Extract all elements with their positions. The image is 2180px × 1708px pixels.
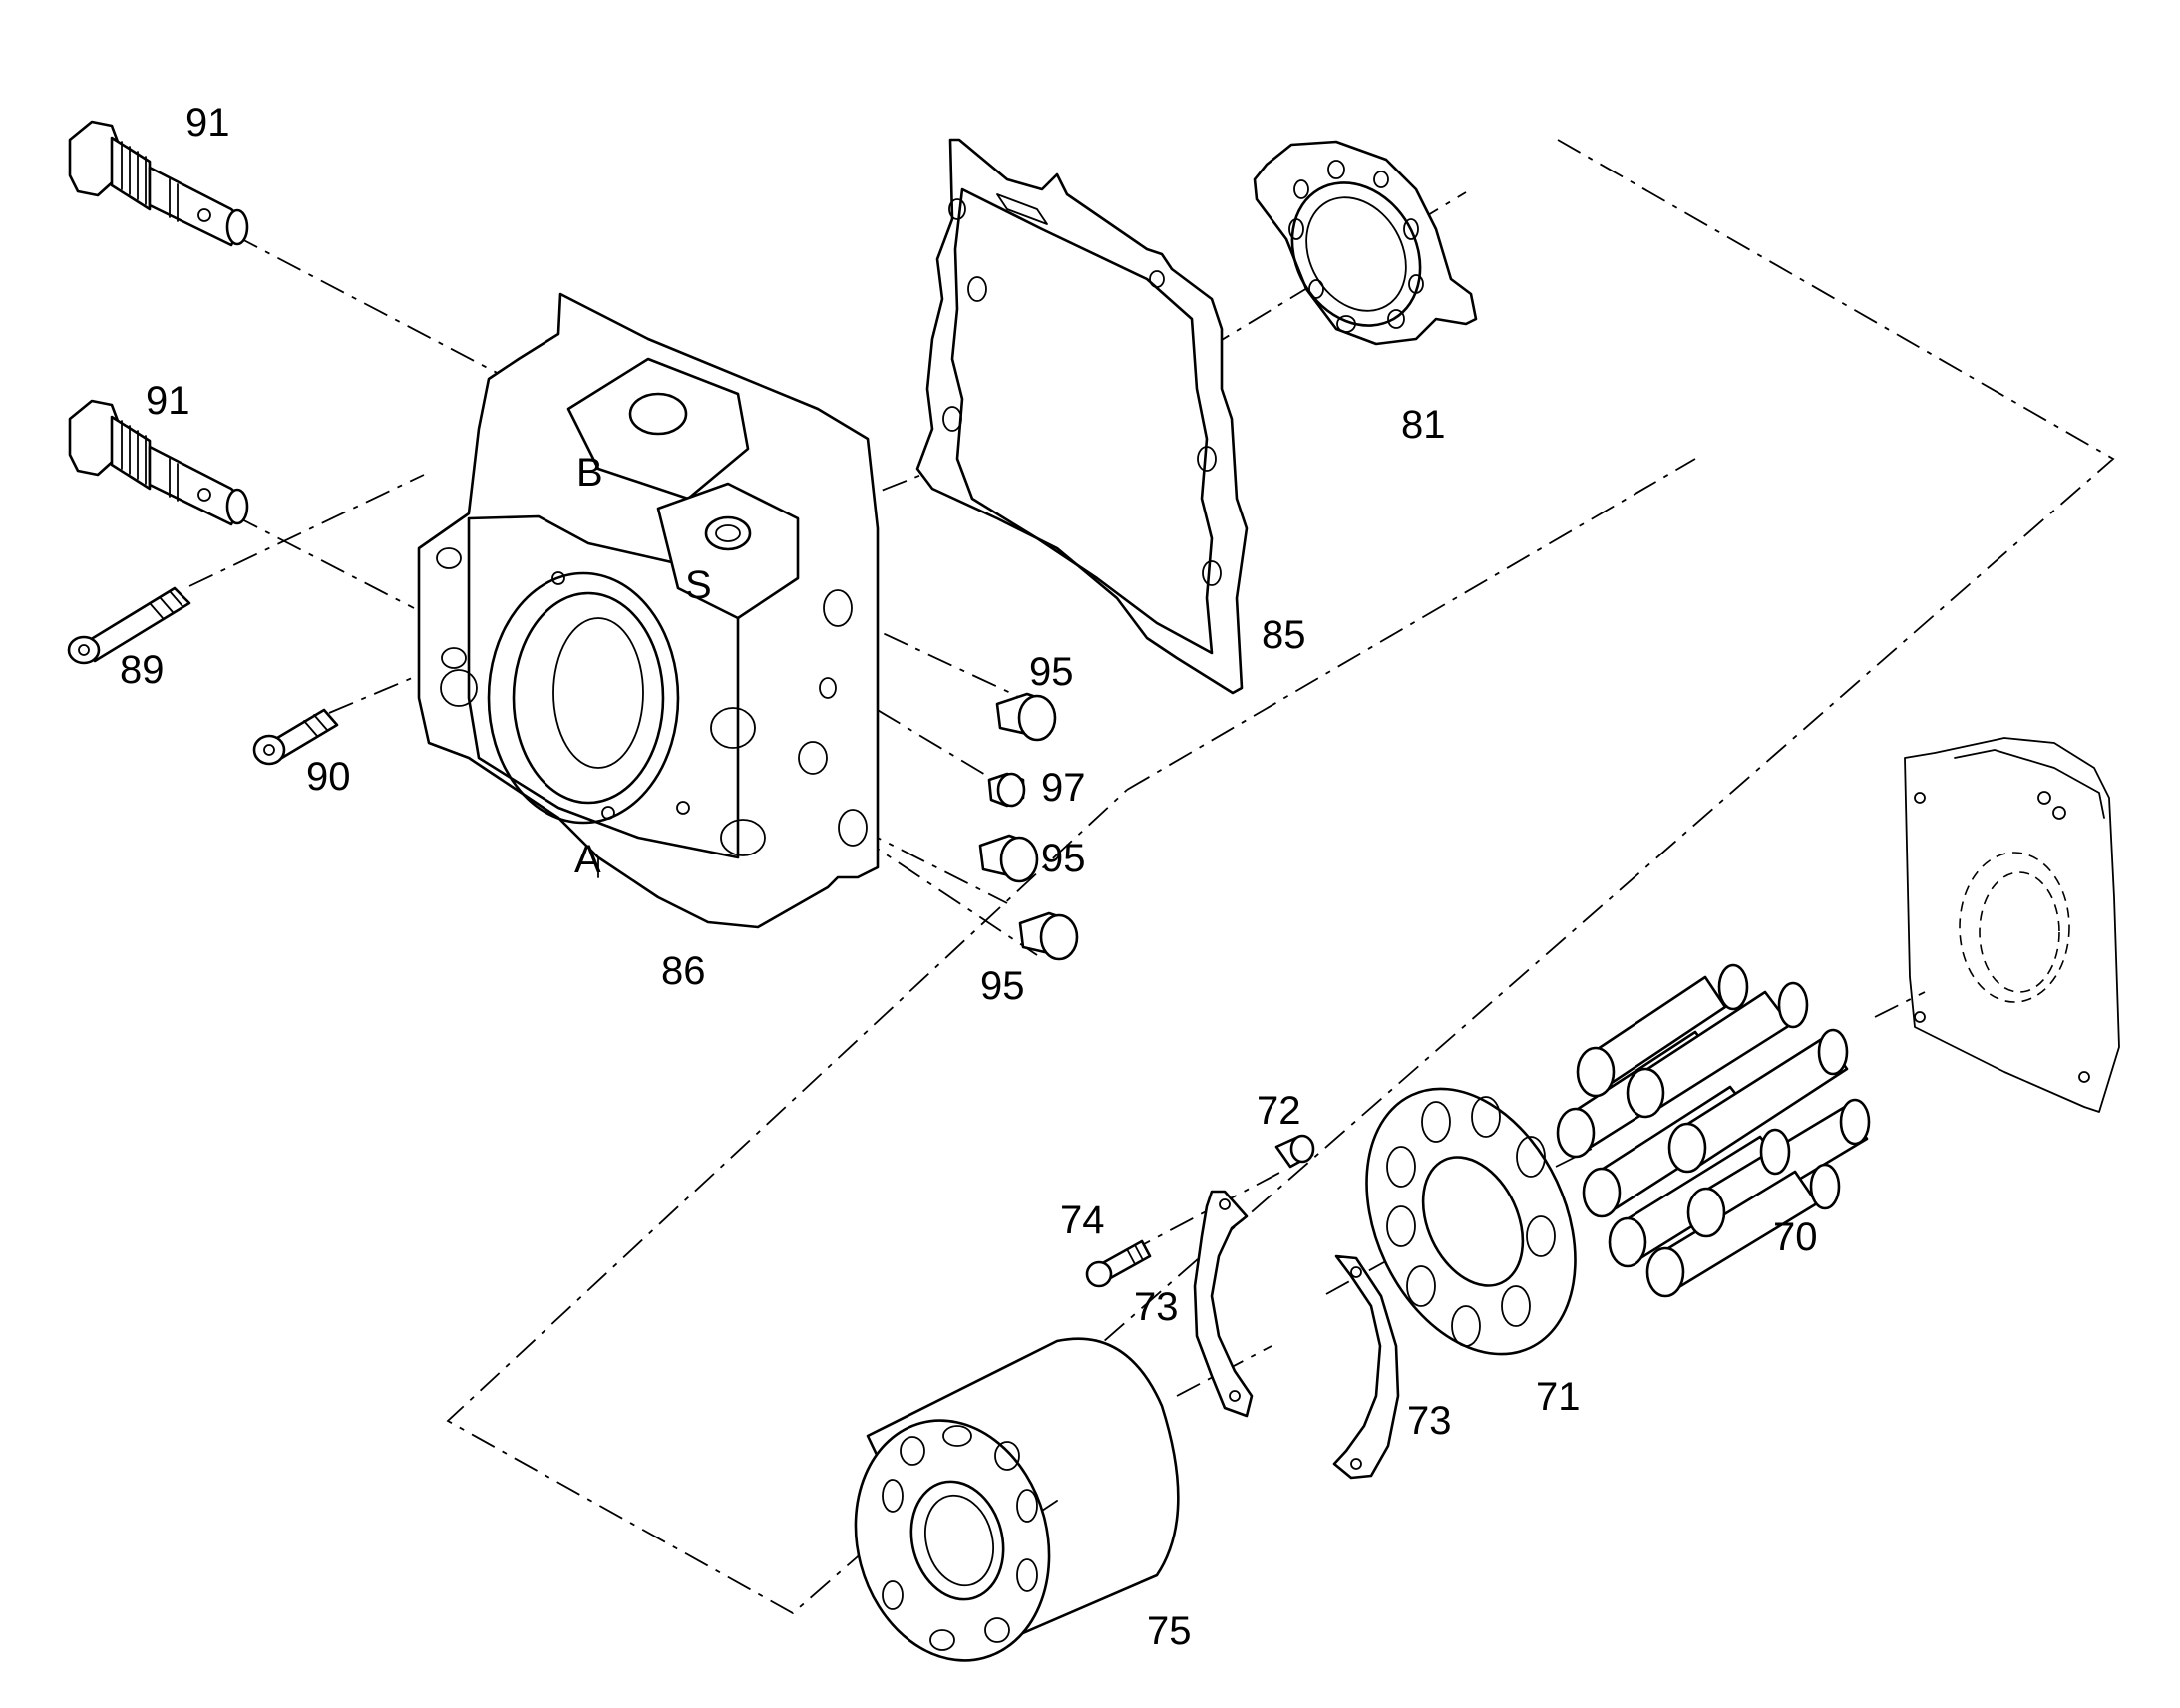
callout-73-upper: 73 <box>1134 1285 1179 1329</box>
callout-81: 81 <box>1401 403 1446 447</box>
part-89-bolt <box>67 586 191 665</box>
part-95-plug-upper <box>995 692 1057 742</box>
callout-71: 71 <box>1536 1375 1581 1419</box>
part-91-cartridge-upper <box>68 120 249 247</box>
callout-73-lower: 73 <box>1407 1399 1452 1443</box>
callout-90: 90 <box>306 755 351 799</box>
part-81-plate <box>1253 140 1478 346</box>
callout-95-middle: 95 <box>1041 837 1086 880</box>
callout-95-lower: 95 <box>980 964 1025 1008</box>
assembly-boundary-dashed <box>446 139 2115 1615</box>
end-housing-phantom <box>1904 737 2120 1113</box>
part-73-shim-upper <box>1193 1190 1254 1418</box>
svg-text:S: S <box>685 563 712 607</box>
part-85-gasket <box>915 138 1249 695</box>
part-74-screw <box>1085 1239 1152 1288</box>
callout-91-lower: 91 <box>146 379 190 423</box>
callout-labels: 91 91 89 90 86 85 81 95 97 95 95 72 74 7… <box>120 101 1818 1653</box>
callout-72: 72 <box>1257 1089 1301 1133</box>
svg-text:B: B <box>576 451 603 495</box>
part-90-bolt <box>252 708 339 766</box>
part-95-plug-lower <box>1018 911 1079 961</box>
callout-97: 97 <box>1041 766 1086 810</box>
part-95-plug-middle <box>978 834 1039 883</box>
callout-95-upper: 95 <box>1029 650 1074 694</box>
callout-70: 70 <box>1773 1215 1818 1259</box>
callout-91-upper: 91 <box>185 101 230 145</box>
part-97-plug <box>987 772 1026 808</box>
part-72-pin <box>1274 1134 1315 1169</box>
part-71-retainer-plate <box>1365 1087 1577 1356</box>
callout-75: 75 <box>1147 1609 1192 1653</box>
part-73-shim-lower <box>1332 1254 1400 1480</box>
callout-89: 89 <box>120 648 165 692</box>
part-91-cartridge-lower <box>68 399 249 526</box>
part-70-pistons <box>1556 963 1871 1298</box>
svg-text:A: A <box>574 838 601 881</box>
callout-74: 74 <box>1060 1198 1105 1242</box>
part-86-housing: S B A <box>417 292 880 929</box>
callout-85: 85 <box>1262 613 1306 657</box>
callout-86: 86 <box>661 949 706 993</box>
part-75-cylinder-block <box>854 1337 1180 1662</box>
